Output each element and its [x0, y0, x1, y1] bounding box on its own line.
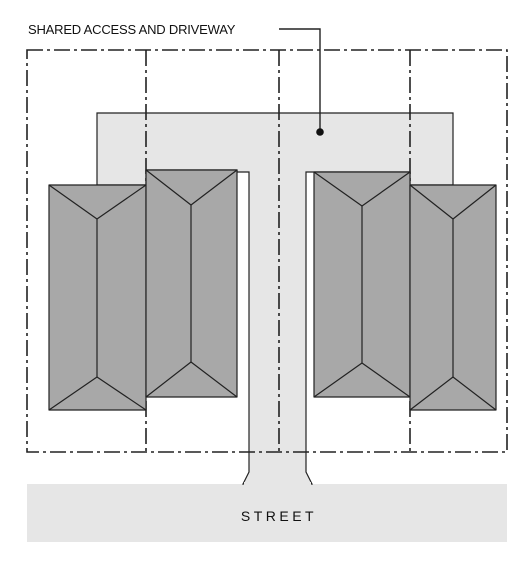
leader-dot: [316, 128, 324, 136]
house-roof-2: [145, 169, 238, 398]
house-roof-3: [313, 171, 411, 398]
street-band: [27, 484, 507, 542]
lot-boundary-outer: [26, 49, 508, 453]
house-roof-4: [409, 184, 497, 411]
annotation-label: SHARED ACCESS AND DRIVEWAY: [28, 22, 236, 37]
house-roof-1: [48, 184, 147, 411]
street-label: STREET: [241, 508, 317, 524]
annotation-leader: [279, 28, 324, 136]
driveway-street-join: [244, 482, 311, 486]
